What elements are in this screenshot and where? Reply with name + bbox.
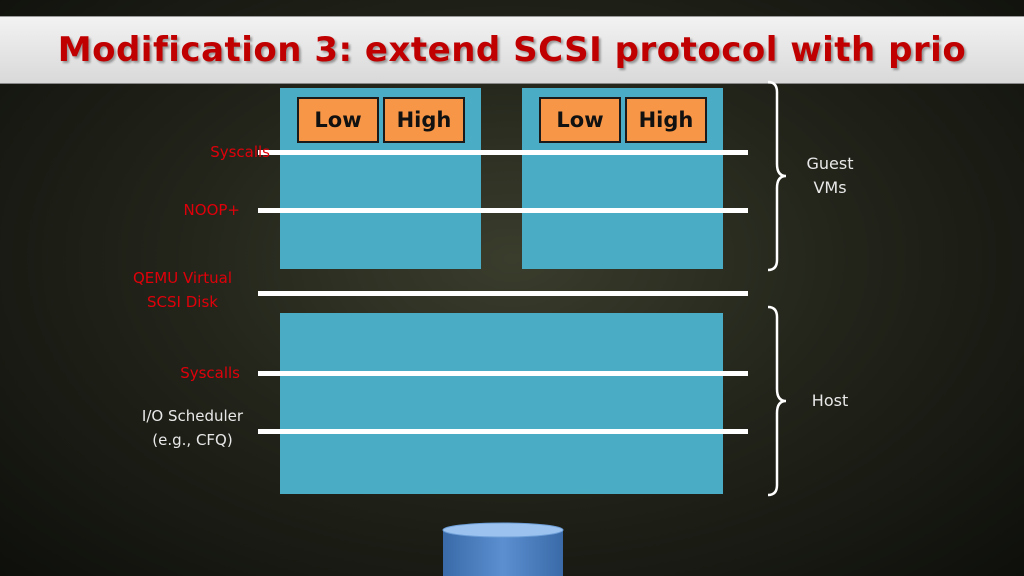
guest-brace [767, 80, 787, 272]
host-box [280, 313, 723, 494]
iosched-label-line2: (e.g., CFQ) [152, 431, 233, 449]
syscalls-host-label: Syscalls [180, 364, 240, 382]
noop-label: NOOP+ [183, 201, 240, 219]
guest-vms-label: Guest VMs [790, 152, 870, 200]
iosched-line [258, 429, 748, 434]
title-bar: Modification 3: extend SCSI protocol wit… [0, 16, 1024, 84]
noop-line [258, 208, 748, 213]
guest-vms-label-line1: Guest [806, 154, 854, 173]
syscalls-guest-label: Syscalls [210, 143, 270, 161]
qemu-disk-label-line2: SCSI Disk [147, 293, 218, 311]
syscalls-host-line [258, 371, 748, 376]
iosched-label-line1: I/O Scheduler [141, 407, 244, 425]
slide-title: Modification 3: extend SCSI protocol wit… [57, 30, 967, 70]
syscalls-guest-line [258, 150, 748, 155]
host-brace [767, 305, 787, 497]
vm-right-high-prio: High [625, 97, 707, 143]
vm-left-low-prio: Low [297, 97, 379, 143]
vm-right-low-prio: Low [539, 97, 621, 143]
guest-vms-label-line2: VMs [813, 178, 847, 197]
qemu-disk-line [258, 291, 748, 296]
host-label: Host [811, 391, 849, 410]
disk-cylinder-icon [442, 522, 564, 576]
qemu-disk-label-line1: QEMU Virtual [133, 269, 232, 287]
vm-left-high-prio: High [383, 97, 465, 143]
iosched-label: I/O Scheduler (e.g., CFQ) [120, 404, 265, 452]
qemu-disk-label: QEMU Virtual SCSI Disk [110, 266, 255, 314]
